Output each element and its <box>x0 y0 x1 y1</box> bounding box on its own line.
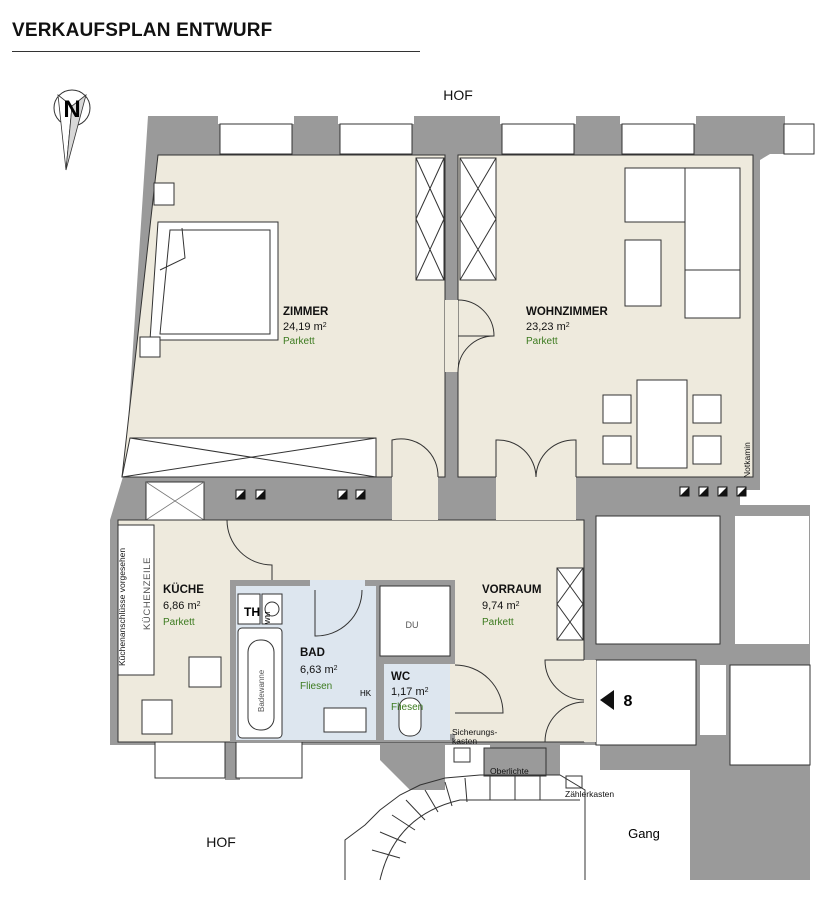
gang-area <box>600 770 690 880</box>
label-oberlichte: Oberlichte <box>490 766 529 776</box>
svg-text:Fliesen: Fliesen <box>391 702 423 713</box>
room-label-bad: BAD 6,63 m2 Fliesen <box>300 647 338 692</box>
door-number: 8 <box>624 693 633 710</box>
label-sicherungskasten-2: kasten <box>452 736 477 746</box>
svg-text:BAD: BAD <box>300 647 325 659</box>
svg-text:6,63 m2: 6,63 m2 <box>300 664 338 676</box>
svg-text:Parkett: Parkett <box>482 617 514 628</box>
label-hk: HK <box>360 689 372 698</box>
window-frame-1 <box>219 123 293 155</box>
svg-text:24,19 m2: 24,19 m2 <box>283 321 327 333</box>
svg-text:Parkett: Parkett <box>283 336 315 347</box>
label-badewanne: Badewanne <box>257 669 266 712</box>
window-top-3 <box>500 114 576 124</box>
neighbor-room-4 <box>729 664 811 766</box>
window-top-1 <box>218 114 294 124</box>
label-zaehlerkasten: Zählerkasten <box>565 789 614 799</box>
label-kuechenanschluesse: Küchenanschlüsse vorgesehen <box>117 548 127 666</box>
label-du: DU <box>406 620 419 630</box>
room-label-kueche: KÜCHE 6,86 m2 Parkett <box>163 583 204 628</box>
label-sicherungskasten-1: Sicherungs- <box>452 727 498 737</box>
window-top-5 <box>785 114 815 124</box>
room-label-zimmer: ZIMMER 24,19 m2 Parkett <box>283 306 329 347</box>
neighbor-room-3 <box>735 516 809 644</box>
window-top-2 <box>338 114 414 124</box>
window-bottom-2 <box>235 741 303 779</box>
svg-text:23,23 m2: 23,23 m2 <box>526 321 570 333</box>
svg-text:WOHNZIMMER: WOHNZIMMER <box>526 306 608 318</box>
furniture <box>117 167 741 789</box>
window-frame-3 <box>501 123 575 155</box>
svg-text:Fliesen: Fliesen <box>300 681 332 692</box>
label-th: TH <box>244 605 260 619</box>
column-markers <box>235 486 747 500</box>
label-hof-bottom: HOF <box>206 834 236 850</box>
svg-text:6,86 m2: 6,86 m2 <box>163 600 201 612</box>
label-wm: WM <box>265 611 272 624</box>
room-label-wc: WC 1,17 m2 Fliesen <box>391 671 429 713</box>
svg-text:1,17 m2: 1,17 m2 <box>391 686 429 698</box>
window-frame-2 <box>339 123 413 155</box>
compass-icon <box>53 89 91 171</box>
svg-text:9,74 m2: 9,74 m2 <box>482 600 520 612</box>
svg-text:Parkett: Parkett <box>526 336 558 347</box>
label-kuechenzeile: KÜCHENZEILE <box>142 557 153 630</box>
shower <box>379 585 451 657</box>
title-underline <box>12 51 420 52</box>
neighbor-room-1 <box>595 515 721 645</box>
page-title: VERKAUFSPLAN ENTWURF <box>12 20 273 41</box>
compass-letter: N <box>63 96 80 123</box>
label-notkamin: Notkamin <box>742 442 752 478</box>
window-bottom-1 <box>154 741 226 779</box>
window-frame-5 <box>783 123 815 155</box>
label-hof-top: HOF <box>443 87 473 103</box>
label-gang: Gang <box>628 826 660 841</box>
doors <box>226 299 596 743</box>
svg-text:KÜCHE: KÜCHE <box>163 583 204 596</box>
staircase <box>344 774 586 881</box>
room-label-vorraum: VORRAUM 9,74 m2 Parkett <box>482 584 541 628</box>
window-top-4 <box>620 114 696 124</box>
svg-text:VORRAUM: VORRAUM <box>482 584 541 596</box>
entrance-arrow-icon <box>600 690 614 710</box>
neighbor-strip <box>700 665 726 735</box>
window-frame-4 <box>621 123 695 155</box>
room-label-wohnzimmer: WOHNZIMMER 23,23 m2 Parkett <box>526 306 608 347</box>
svg-text:ZIMMER: ZIMMER <box>283 306 329 318</box>
svg-text:Parkett: Parkett <box>163 617 195 628</box>
wardrobes <box>121 157 584 641</box>
svg-text:WC: WC <box>391 671 410 683</box>
